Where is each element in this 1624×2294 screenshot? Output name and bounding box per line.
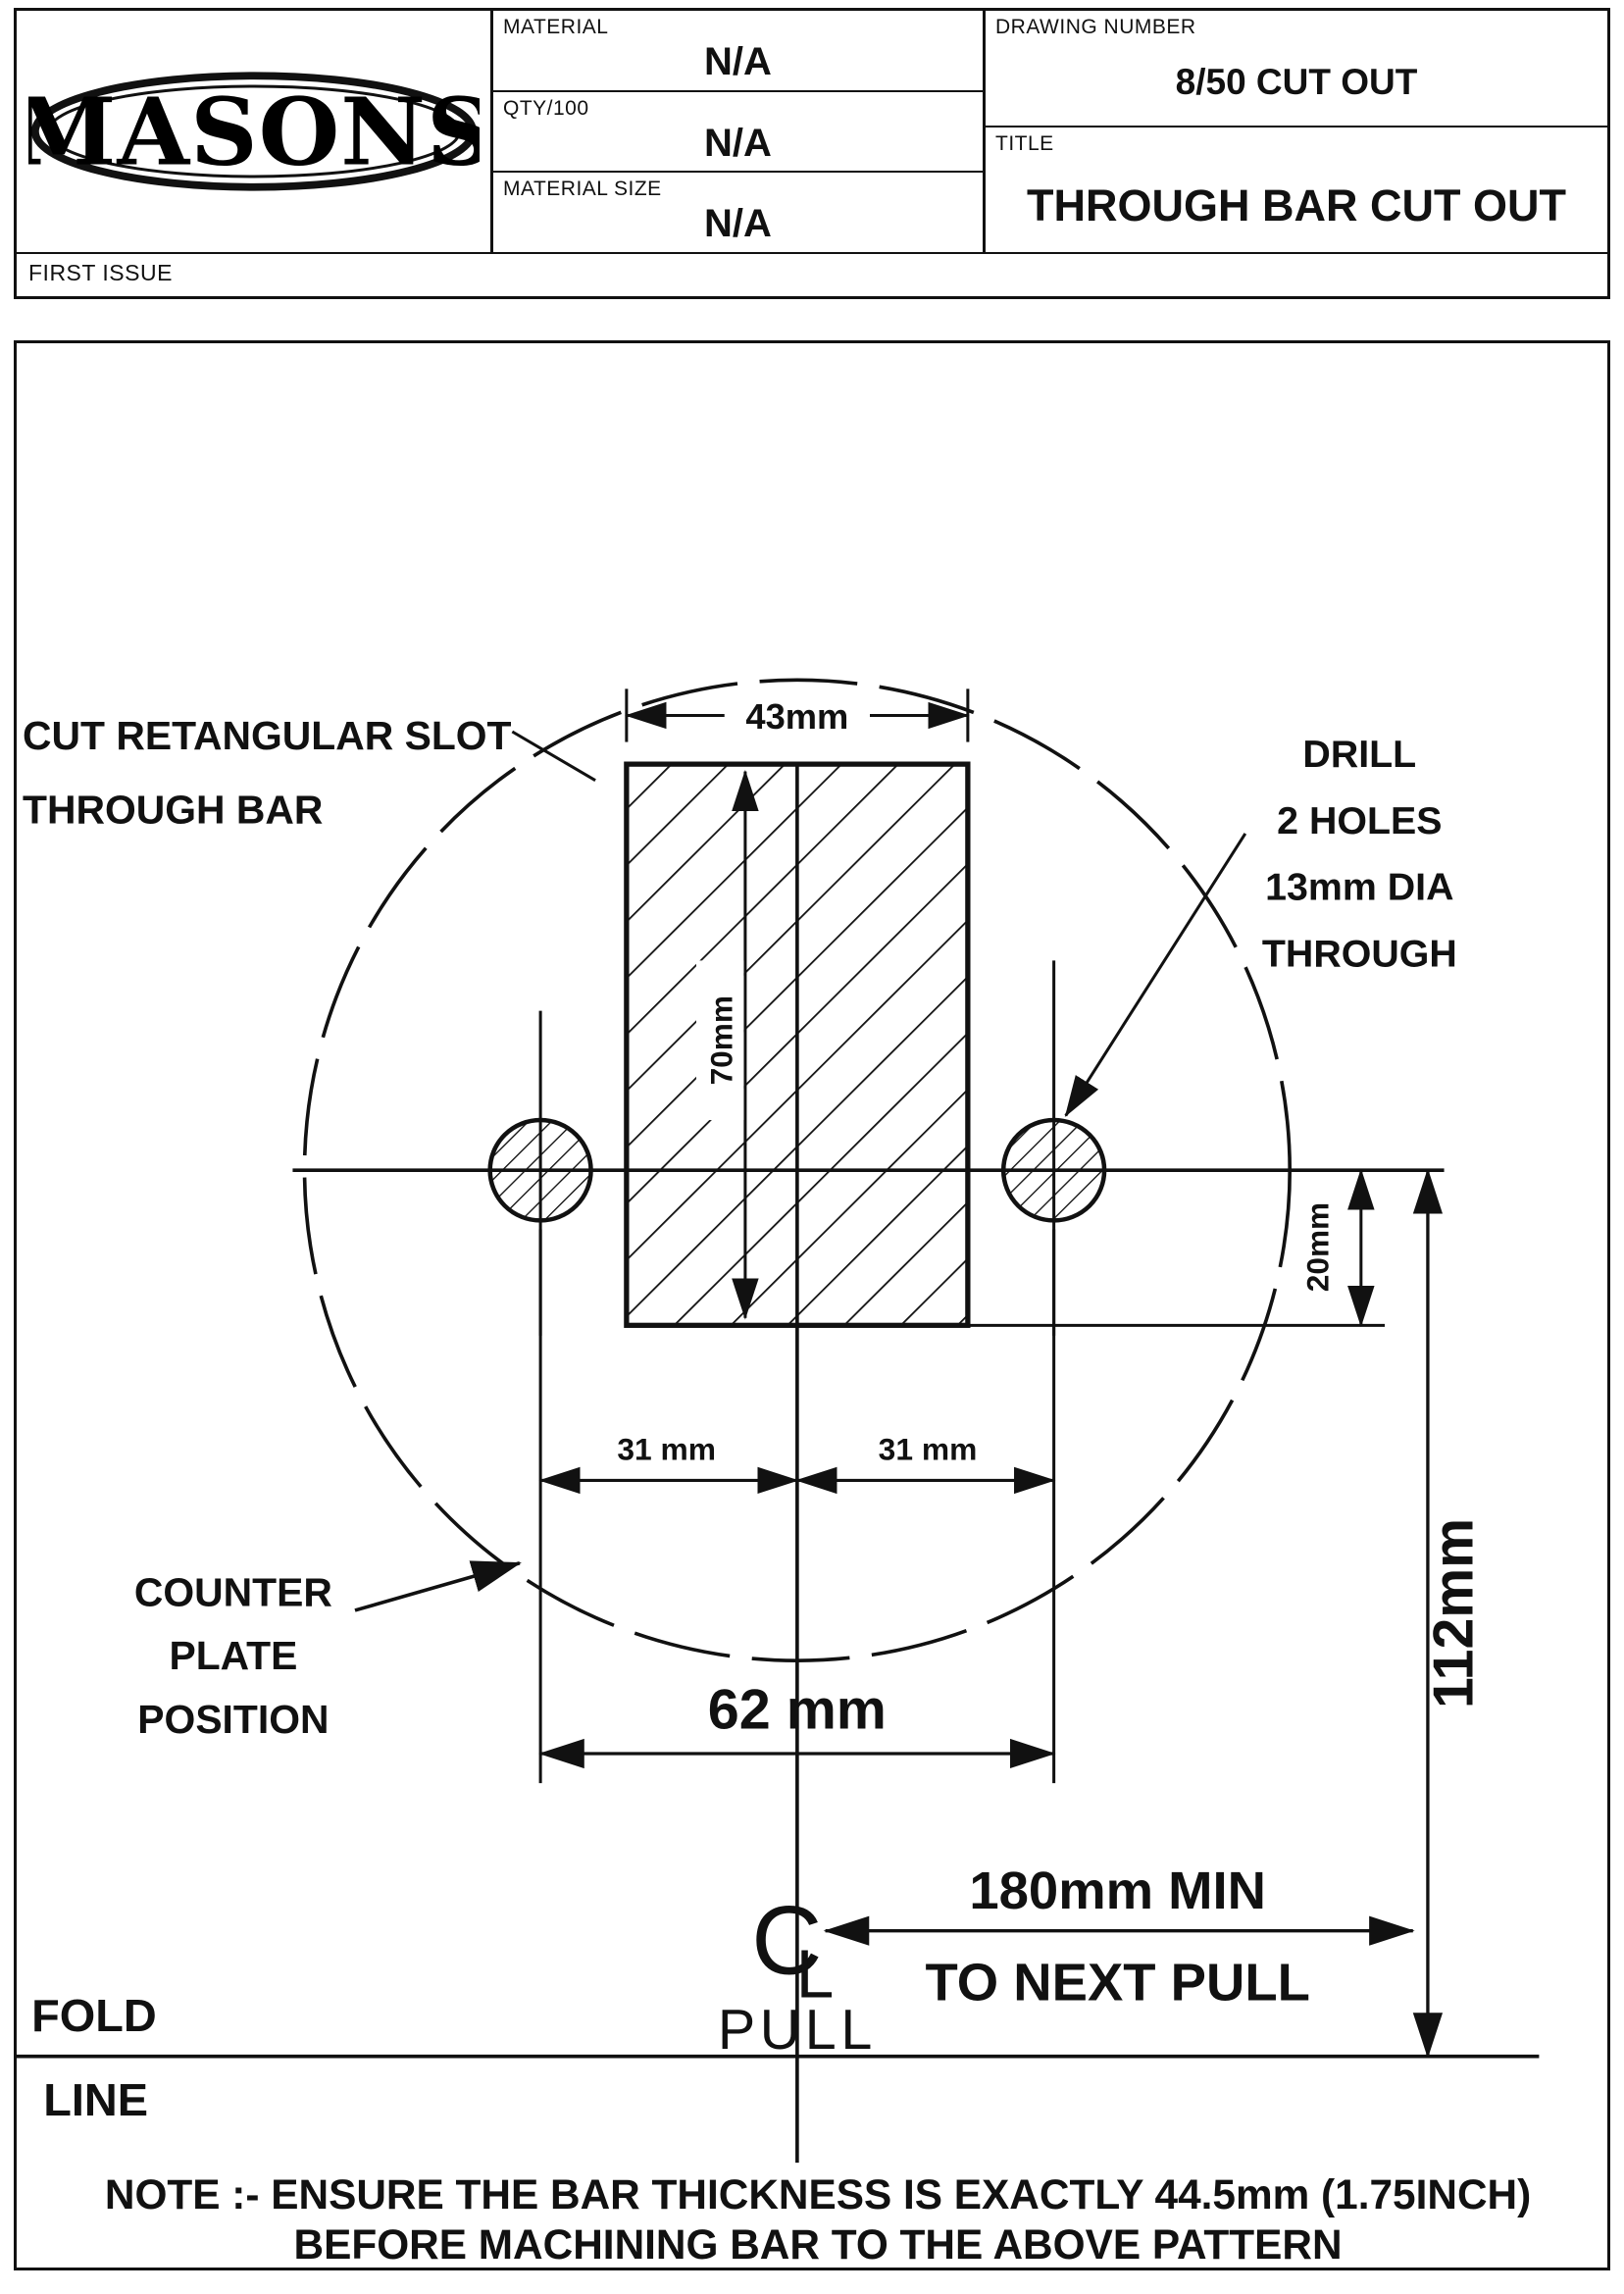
note-line2: BEFORE MACHINING BAR TO THE ABOVE PATTER… xyxy=(294,2221,1343,2268)
dim-43mm-label: 43mm xyxy=(745,696,848,737)
drawing-number-label: DRAWING NUMBER xyxy=(995,16,1196,38)
centerline-l-glyph: L xyxy=(796,1936,835,2013)
title-cell: TITLE THROUGH BAR CUT OUT xyxy=(986,127,1607,252)
title-block-header-row: MASONS MATERIAL N/A QTY/100 N/A MATERIAL… xyxy=(17,11,1607,252)
drawing-number-cell: DRAWING NUMBER 8/50 CUT OUT xyxy=(986,11,1607,128)
title-block-material-column: MATERIAL N/A QTY/100 N/A MATERIAL SIZE N… xyxy=(493,11,986,252)
title-block: MASONS MATERIAL N/A QTY/100 N/A MATERIAL… xyxy=(14,8,1610,299)
title-label: TITLE xyxy=(995,132,1054,156)
machining-note: NOTE :- ENSURE THE BAR THICKNESS IS EXAC… xyxy=(105,2171,1531,2268)
counter-plate-line3: POSITION xyxy=(137,1697,329,1742)
material-cell: MATERIAL N/A xyxy=(493,11,983,92)
title-value: THROUGH BAR CUT OUT xyxy=(1027,179,1566,230)
pull-centerline-symbol: C L xyxy=(751,1887,834,2013)
note-line1: NOTE :- ENSURE THE BAR THICKNESS IS EXAC… xyxy=(105,2171,1531,2218)
qty-label: QTY/100 xyxy=(503,96,589,120)
material-size-cell: MATERIAL SIZE N/A xyxy=(493,173,983,252)
dim-31mm: 31 mm 31 mm xyxy=(538,1229,1056,1784)
fold-line-label1: FOLD xyxy=(31,1990,157,2041)
material-value: N/A xyxy=(704,39,772,83)
dim-180mm-label-line2: TO NEXT PULL xyxy=(926,1953,1310,2013)
dim-31mm-right-label: 31 mm xyxy=(879,1431,978,1466)
centerline-c-glyph: C xyxy=(751,1887,822,1996)
masons-logo-graphic: MASONS xyxy=(28,72,480,191)
dim-112mm: 112mm xyxy=(1412,1168,1485,2059)
fold-line: FOLD LINE xyxy=(17,1990,1540,2125)
dim-62mm-label: 62 mm xyxy=(708,1679,887,1742)
technical-drawing: 43mm 70mm DRILL 2 HOLES 13mm DIA THROUGH… xyxy=(17,678,1540,2268)
drill-note: DRILL 2 HOLES 13mm DIA THROUGH xyxy=(1064,733,1457,1117)
masons-logo: MASONS xyxy=(17,11,493,252)
material-label: MATERIAL xyxy=(503,16,609,38)
counter-plate-line2: PLATE xyxy=(169,1633,297,1678)
drill-note-line1: DRILL xyxy=(1302,733,1416,776)
dim-180mm-label-line1: 180mm MIN xyxy=(969,1861,1266,1920)
dim-180mm: 180mm MIN TO NEXT PULL xyxy=(823,1861,1415,2013)
qty-cell: QTY/100 N/A xyxy=(493,92,983,174)
dim-20mm-label: 20mm xyxy=(1299,1202,1335,1292)
counter-plate-line1: COUNTER xyxy=(134,1570,332,1615)
slot-note-line2: THROUGH BAR xyxy=(23,787,323,832)
dim-70mm-label: 70mm xyxy=(703,995,738,1085)
drill-note-line4: THROUGH xyxy=(1262,933,1457,976)
logo-oval-inner xyxy=(46,84,461,178)
drill-note-line3: 13mm DIA xyxy=(1265,866,1453,909)
drawing-area: 43mm 70mm DRILL 2 HOLES 13mm DIA THROUGH… xyxy=(14,340,1610,2270)
dim-112mm-label: 112mm xyxy=(1422,1518,1485,1708)
slot-note-line1: CUT RETANGULAR SLOT xyxy=(23,713,512,758)
fold-line-label2: LINE xyxy=(43,2074,148,2125)
dim-62mm: 62 mm xyxy=(538,1679,1056,1769)
logo-oval-outer xyxy=(30,72,477,191)
drawing-number-value: 8/50 CUT OUT xyxy=(1175,61,1418,102)
title-block-title-column: DRAWING NUMBER 8/50 CUT OUT TITLE THROUG… xyxy=(986,11,1607,252)
dim-70mm: 70mm xyxy=(695,769,759,1320)
dim-20mm: 20mm xyxy=(967,1168,1386,1328)
material-size-label: MATERIAL SIZE xyxy=(503,178,662,201)
qty-value: N/A xyxy=(704,121,772,165)
logo-wordmark: MASONS xyxy=(28,77,480,186)
issue-row: FIRST ISSUE xyxy=(17,252,1607,296)
drill-note-line2: 2 HOLES xyxy=(1277,799,1442,842)
counter-plate-note: COUNTER PLATE POSITION xyxy=(134,1560,522,1742)
dim-31mm-left-label: 31 mm xyxy=(617,1431,716,1466)
dim-43mm: 43mm xyxy=(625,688,970,742)
material-size-value: N/A xyxy=(704,202,772,246)
pull-label: PULL xyxy=(718,1999,877,2062)
slot-note: CUT RETANGULAR SLOT THROUGH BAR xyxy=(23,713,596,832)
